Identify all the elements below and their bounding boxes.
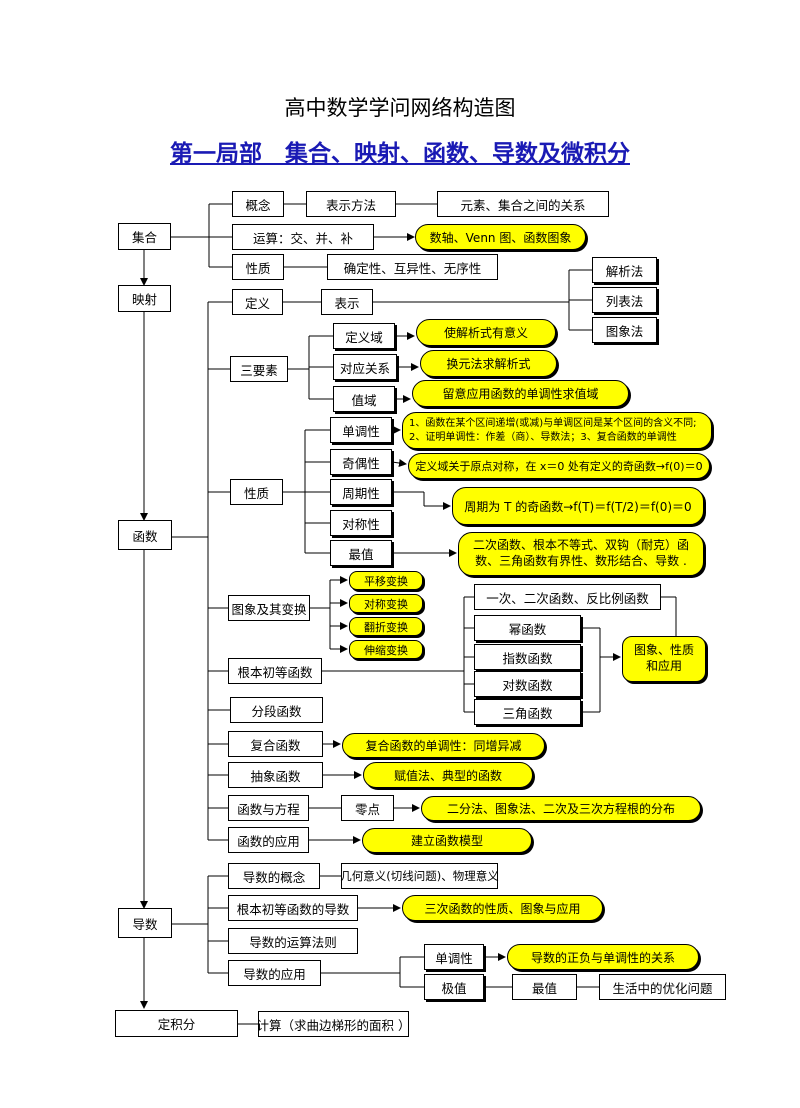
node-zhishu: 指数函数 bbox=[474, 644, 581, 670]
node-sanjiao: 三角函数 bbox=[474, 699, 581, 725]
node-biaoshifangfa: 表示方法 bbox=[306, 191, 396, 217]
node-duishu: 对数函数 bbox=[474, 671, 581, 697]
node-genben-daoshu: 根本初等函数的导数 bbox=[228, 895, 358, 921]
node-daoshu: 导数 bbox=[118, 908, 172, 938]
note-dandiao-line1: 1、函数在某个区间递增(或减)与单调区间是某个区间的含义不同; bbox=[409, 418, 697, 429]
node-dingyi: 定义 bbox=[232, 289, 283, 315]
node-yuansu-guanxi: 元素、集合之间的关系 bbox=[437, 191, 609, 217]
node-dandiao: 单调性 bbox=[330, 417, 392, 443]
node-yici: 一次、二次函数、反比例函数 bbox=[474, 584, 661, 610]
note-fuhe: 复合函数的单调性：同增异减 bbox=[342, 733, 545, 758]
node-fenduan: 分段函数 bbox=[230, 697, 323, 723]
node-sanyaosu: 三要素 bbox=[230, 356, 288, 382]
node-genben-chudeng: 根本初等函数 bbox=[228, 658, 322, 684]
node-xingzhi-jihe: 性质 bbox=[232, 254, 284, 280]
node-fuhe: 复合函数 bbox=[228, 731, 323, 757]
node-hanshu: 函数 bbox=[118, 520, 172, 550]
node-biaoshi: 表示 bbox=[321, 289, 373, 315]
note-zuizhi: 二次函数、根本不等式、双钩（耐克）函数、三角函数有界性、数形结合、导数 . bbox=[458, 532, 704, 576]
node-jihe-yiyi: 几何意义(切线问题)、物理意义 bbox=[340, 863, 499, 889]
node-tuxiangfa: 图象法 bbox=[592, 317, 657, 343]
note-dingyiyu: 使解析式有意义 bbox=[416, 319, 556, 346]
node-chouxiang: 抽象函数 bbox=[228, 762, 323, 788]
node-jisuan: 计算（求曲边梯形的面积 ） bbox=[257, 1011, 411, 1037]
note-duiying: 换元法求解析式 bbox=[420, 350, 557, 377]
note-lingdian: 二分法、图象法、二次及三次方程根的分布 bbox=[421, 796, 701, 821]
note-dandiao: 1、函数在某个区间递增(或减)与单调区间是某个区间的含义不同; 2、证明单调性：作… bbox=[402, 412, 712, 449]
note-sanci: 三次函数的性质、图象与应用 bbox=[402, 895, 603, 921]
section-heading: 第一局部 集合、映射、函数、导数及微积分 bbox=[170, 141, 630, 167]
note-chouxiang: 赋值法、典型的函数 bbox=[363, 762, 533, 788]
node-queding: 确定性、互异性、无序性 bbox=[327, 254, 498, 280]
node-daoshu-gainian: 导数的概念 bbox=[228, 863, 320, 889]
note-tuxiang-yingyong: 图象、性质和应用 bbox=[622, 636, 706, 682]
node-youhua: 生活中的优化问题 bbox=[599, 974, 726, 1000]
note-pingyi: 平移变换 bbox=[349, 571, 423, 590]
node-hanshu-yingyong: 函数的应用 bbox=[228, 827, 309, 853]
note-dandiao-line2: 2、证明单调性：作差（商）、导数法；3、复合函数的单调性 bbox=[409, 431, 677, 443]
node-yingshe: 映射 bbox=[118, 285, 171, 312]
note-fanzhe: 翻折变换 bbox=[349, 617, 423, 636]
node-gainian: 概念 bbox=[232, 191, 284, 217]
node-daoshu-yingyong: 导数的应用 bbox=[228, 960, 321, 986]
note-shensuo: 伸缩变换 bbox=[349, 640, 423, 659]
node-mi: 幂函数 bbox=[474, 615, 581, 641]
node-duiying: 对应关系 bbox=[333, 354, 397, 380]
node-jiexifa: 解析法 bbox=[592, 257, 657, 283]
node-lingdian: 零点 bbox=[341, 795, 394, 821]
note-zhiyu: 留意应用函数的单调性求值域 bbox=[412, 380, 629, 407]
note-dandiao-d: 导数的正负与单调性的关系 bbox=[507, 944, 699, 970]
node-fangcheng: 函数与方程 bbox=[228, 795, 309, 821]
node-dandiao-d: 单调性 bbox=[424, 944, 484, 970]
node-zuizhi-d: 最值 bbox=[512, 974, 577, 1000]
node-jiou: 奇偶性 bbox=[330, 449, 392, 475]
node-xingzhi-hanshu: 性质 bbox=[230, 479, 283, 505]
note-zhouqi: 周期为 T 的奇函数→f(T)＝f(T/2)＝f(0)＝0 bbox=[452, 487, 704, 525]
node-yunsuan-faze: 导数的运算法则 bbox=[228, 928, 358, 954]
node-zhouqi: 周期性 bbox=[330, 479, 392, 505]
note-jiou: 定义域关于原点对称，在 x＝0 处有定义的奇函数→f(0)＝0 bbox=[408, 453, 710, 479]
node-dingyiyu: 定义域 bbox=[333, 323, 395, 349]
node-jizhi: 极值 bbox=[424, 974, 484, 1000]
node-dingjifen: 定积分 bbox=[115, 1010, 238, 1037]
note-duicheng-bh: 对称变换 bbox=[349, 594, 423, 613]
node-zuizhi: 最值 bbox=[330, 540, 392, 566]
node-yunsuan: 运算：交、并、补 bbox=[232, 224, 374, 250]
note-shuzhou: 数轴、Venn 图、函数图象 bbox=[415, 224, 586, 250]
node-duicheng: 对称性 bbox=[330, 510, 392, 536]
node-jihe: 集合 bbox=[118, 223, 171, 250]
node-zhiyu: 值域 bbox=[333, 386, 395, 412]
node-liebiaofa: 列表法 bbox=[592, 287, 657, 313]
node-tuxiang-bianhuan: 图象及其变换 bbox=[228, 595, 310, 621]
note-hanshu-yingyong: 建立函数模型 bbox=[362, 828, 532, 853]
page-title: 高中数学学问网络构造图 bbox=[284, 96, 516, 120]
